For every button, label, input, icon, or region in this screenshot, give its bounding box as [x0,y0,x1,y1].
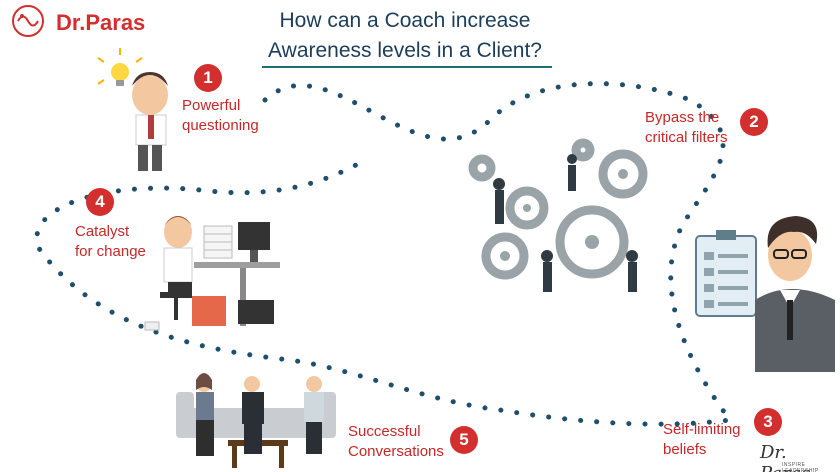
step-2-badge: 2 [740,108,768,136]
step-2-label-line-1: Bypass the [645,109,720,126]
step-4-label-line-1: Catalyst [75,223,130,240]
title-underline [262,66,552,68]
step-4-label-line-2: for change [75,243,146,260]
idea-man-figure [132,72,168,171]
step-1-badge: 1 [194,64,222,92]
step-2-label-line-2: critical filters [645,129,728,146]
brand-logo: Dr.Paras [56,10,146,35]
person-woman [196,373,214,456]
crumpled-paper [144,321,160,331]
step-4-badge: 4 [86,188,114,216]
step-5-badge: 5 [450,426,478,454]
paper-stack-icon [203,225,233,259]
step-1-label-line-2: questioning [182,117,259,134]
step-1-label-line-1: Powerful [182,97,241,114]
clipboard-icon [695,230,757,317]
step-3-badge: 3 [754,408,782,436]
chair [160,292,192,320]
signature-subtitle: INSPIRE LEADERSHIP TRANSITIONS [782,462,819,472]
title-line-1: How can a Coach increase [279,9,531,32]
briefcase-icon [238,300,274,324]
step-5-label-line-2: Conversations [348,443,444,460]
computer-monitor-icon [238,222,270,262]
person-man-right [304,376,324,454]
step-5-label-line-1: Successful [348,423,421,440]
brain-logo-icon [12,5,44,37]
step-3-label-line-1: Self-limiting [663,421,741,438]
orange-bin [192,296,226,326]
signature: Dr. Paras [760,442,811,472]
lightbulb-icon [97,48,143,86]
office-worker-figure [163,216,193,292]
clipboard-man-figure [755,216,835,372]
step-3-label-line-2: beliefs [663,441,707,458]
desk [194,262,280,326]
person-man-center [242,376,264,454]
title-line-2: Awareness levels in a Client? [268,39,542,62]
